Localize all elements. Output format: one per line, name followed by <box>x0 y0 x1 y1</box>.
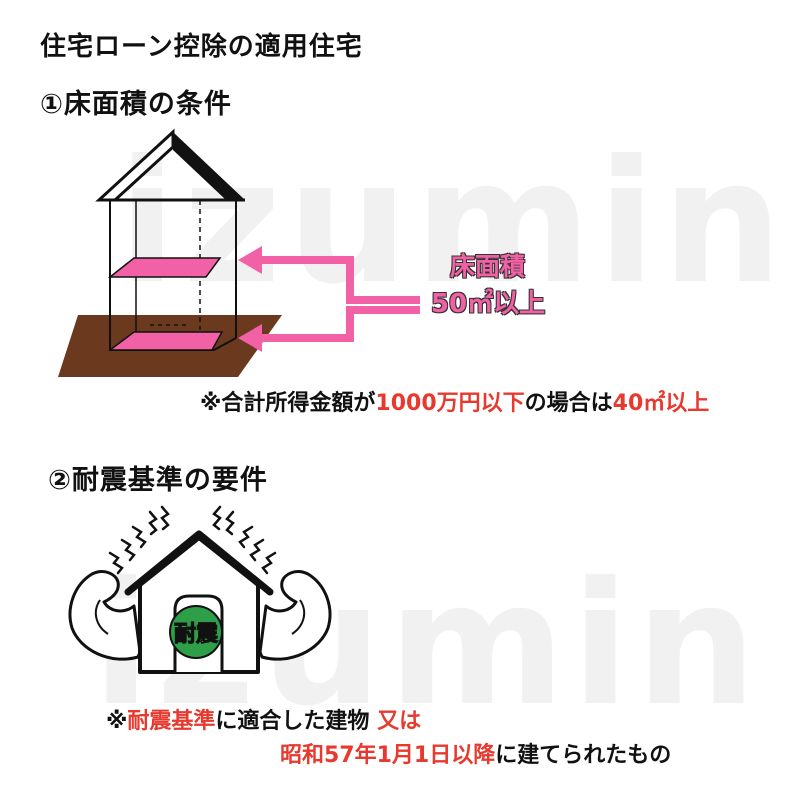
seismic-badge <box>169 605 223 659</box>
arrow-upper <box>250 256 420 304</box>
section1-heading: ①床面積の条件 <box>40 89 232 120</box>
floor-area-label: 床面積 <box>449 252 525 281</box>
first-floor-area <box>107 331 224 351</box>
seismic-note-line2: 昭和57年1月1日以降に建てられたもの <box>280 737 671 769</box>
house-floor-illustration <box>58 128 420 377</box>
roof <box>95 128 175 202</box>
section2-heading: ②耐震基準の要件 <box>48 465 268 496</box>
floor-area-value: 50㎡以上 <box>430 289 546 319</box>
left-arm-icon <box>68 570 142 661</box>
arrow-lower <box>250 306 420 342</box>
note-text: ※ <box>106 709 128 734</box>
watermark: izumin <box>118 124 789 322</box>
page-title: 住宅ローン控除の適用住宅 <box>40 32 363 62</box>
note-text: に適合した建物 <box>215 709 370 734</box>
or-text: 又は <box>377 709 422 734</box>
note-text: の場合は <box>524 391 613 416</box>
strong-house-illustration: 耐震 <box>68 505 332 674</box>
second-floor-area <box>107 257 222 278</box>
income-limit: 1000万円以下 <box>375 391 525 416</box>
shake-lines-icon <box>108 505 277 575</box>
right-arm-icon <box>258 570 332 661</box>
seismic-note-line1: ※耐震基準に適合した建物 又は <box>106 703 421 735</box>
reduced-area: 40㎡以上 <box>612 391 710 416</box>
note-text: に建てられたもの <box>495 743 672 768</box>
construction-date: 昭和57年1月1日以降 <box>280 743 496 768</box>
seismic-badge-label: 耐震 <box>174 622 219 647</box>
floor-area-note: ※合計所得金額が1000万円以下の場合は40㎡以上 <box>200 385 709 417</box>
seismic-standard: 耐震基準 <box>127 709 216 734</box>
note-text: ※合計所得金額が <box>200 391 376 416</box>
